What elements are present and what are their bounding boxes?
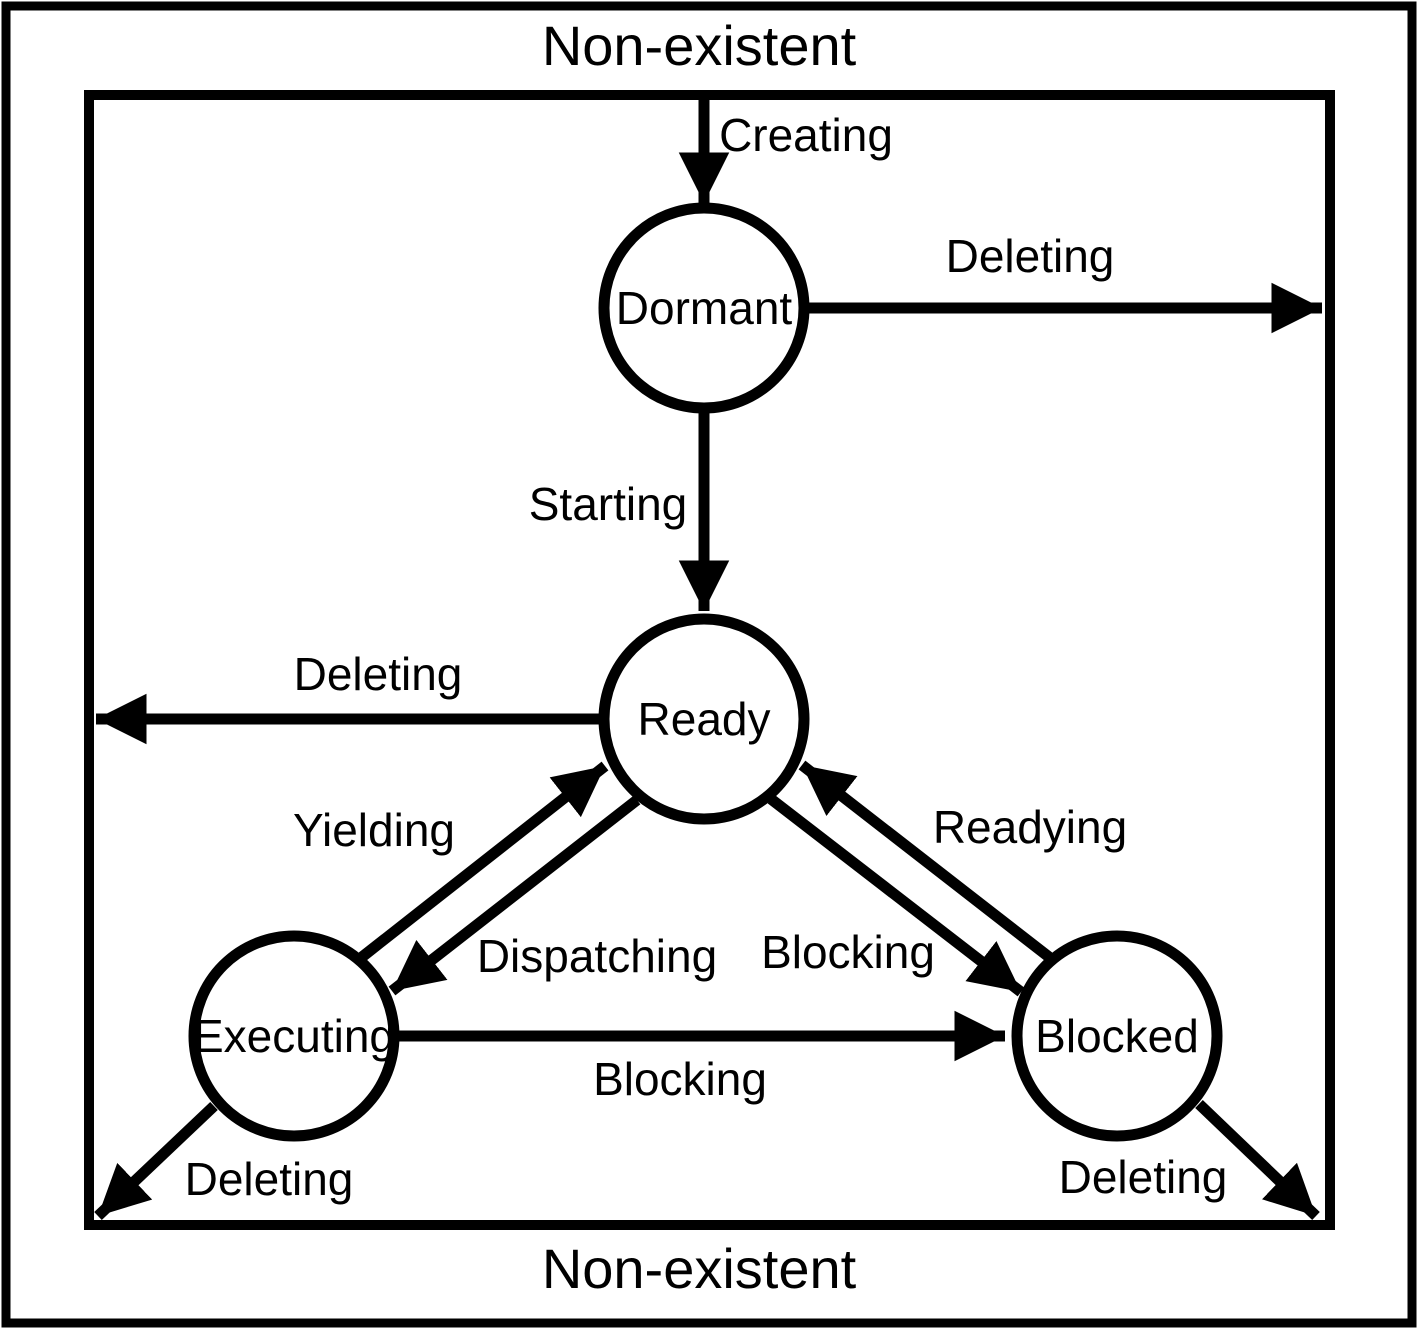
state-label-blocked: Blocked: [1035, 1010, 1199, 1062]
transition-arrow-readying: [798, 760, 1053, 962]
state-label-executing: Executing: [193, 1010, 395, 1062]
transition-label-starting: Starting: [529, 478, 688, 530]
transition-arrow-blocking-from-ready: [767, 794, 1025, 997]
transition-label-deleting-ready: Deleting: [294, 648, 463, 700]
state-label-ready: Ready: [638, 693, 771, 745]
state-label-dormant: Dormant: [616, 282, 793, 334]
transition-arrow-dispatching: [388, 795, 641, 996]
state-circle-blocked: [1011, 930, 1223, 1142]
non-existent-label-bottom: Non-existent: [542, 1237, 857, 1300]
transition-label-readying: Readying: [933, 801, 1127, 853]
transition-arrow-yielding: [358, 761, 609, 962]
transition-label-deleting-executing: Deleting: [185, 1153, 354, 1205]
transition-arrow-deleting-from-blocked: [1195, 1100, 1320, 1220]
transition-label-deleting-dormant: Deleting: [946, 230, 1115, 282]
inner-boundary: [84, 90, 1335, 1230]
transition-arrow-deleting-from-executing: [94, 1102, 218, 1220]
state-circle-ready: [598, 613, 810, 825]
transition-label-blocking-executing: Blocking: [593, 1053, 767, 1105]
state-circle-dormant: [598, 202, 810, 414]
transition-label-blocking-ready: Blocking: [761, 926, 935, 978]
state-circle-executing: [188, 930, 400, 1142]
transition-label-yielding: Yielding: [293, 804, 455, 856]
non-existent-label-top: Non-existent: [542, 14, 857, 77]
transition-label-dispatching: Dispatching: [477, 930, 717, 982]
transition-label-creating: Creating: [719, 109, 893, 161]
transition-label-deleting-blocked: Deleting: [1059, 1151, 1228, 1203]
